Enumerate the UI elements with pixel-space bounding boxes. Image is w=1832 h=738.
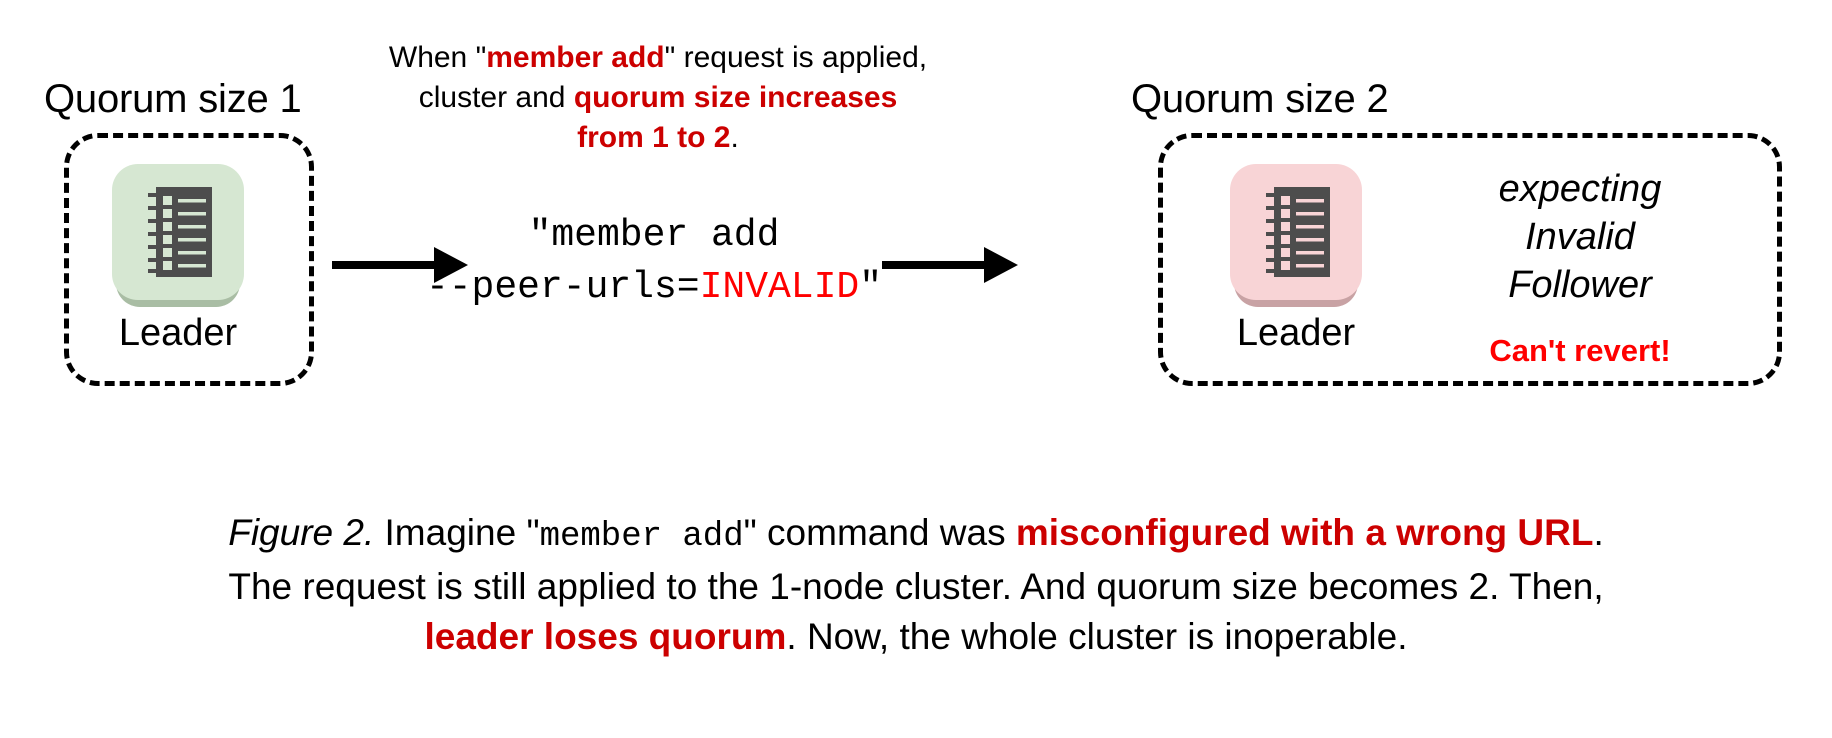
left-leader-node: Leader (112, 164, 244, 355)
caption-line-2: The request is still applied to the 1-no… (228, 566, 1604, 607)
expecting-line-2: Invalid (1525, 216, 1635, 258)
expecting-line-1: expecting (1498, 168, 1662, 210)
server-glyph-icon (148, 187, 212, 277)
expecting-follower-text: expecting Invalid Follower (1430, 165, 1730, 309)
left-cluster-box (64, 133, 314, 386)
command-line-2: --peer-urls=INVALID" (425, 266, 883, 309)
right-leader-node: Leader (1230, 164, 1362, 355)
arrow-right-1-icon (332, 247, 468, 283)
expecting-line-3: Follower (1508, 264, 1652, 306)
left-cluster-title: Quorum size 1 (44, 77, 302, 121)
arrow-right-2-icon (882, 247, 1018, 283)
server-icon (1230, 164, 1362, 307)
top-annotation-line-2: cluster and quorum size increases (418, 81, 898, 114)
top-annotation: When "member add" request is applied, cl… (348, 38, 968, 158)
invalid-token: INVALID (699, 266, 860, 309)
caption-line-3: leader loses quorum. Now, the whole clus… (424, 616, 1408, 657)
right-node-label: Leader (1236, 312, 1356, 354)
server-glyph-icon (1266, 187, 1330, 277)
top-annotation-line-1: When "member add" request is applied, (388, 41, 928, 74)
right-cluster-box (1158, 133, 1782, 386)
left-node-label: Leader (118, 312, 238, 354)
right-cluster-title: Quorum size 2 (1131, 77, 1389, 121)
command-text: "member add --peer-urls=INVALID" (404, 210, 904, 314)
cant-revert-warning: Can't revert! (1489, 333, 1671, 368)
server-icon (112, 164, 244, 307)
command-line-1: "member add (528, 214, 780, 257)
caption-line-1: Figure 2. Imagine "member add" command w… (228, 512, 1604, 556)
top-annotation-line-3: from 1 to 2. (577, 121, 739, 154)
figure-caption: Figure 2. Imagine "member add" command w… (0, 508, 1832, 662)
